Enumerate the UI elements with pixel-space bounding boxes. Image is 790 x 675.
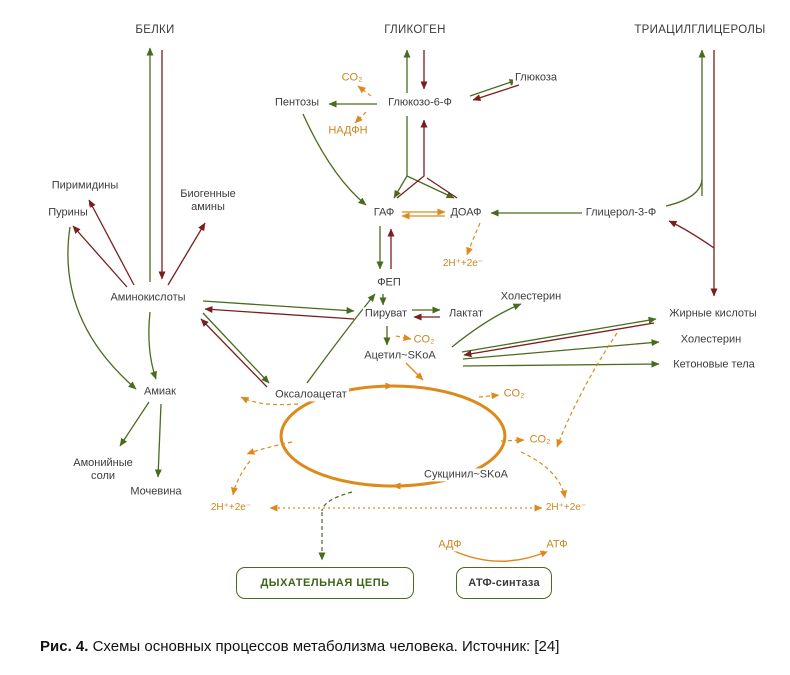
node-glucose: Глюкоза (512, 71, 560, 85)
node-atp: АТФ (544, 538, 570, 552)
orange-dashed-arrows (230, 85, 618, 512)
respiratory-chain-box: ДЫХАТЕЛЬНАЯ ЦЕПЬ (236, 567, 414, 599)
node-h2e-right: 2H⁺+2e⁻ (543, 502, 589, 514)
figure-caption-label: Рис. 4. (40, 638, 89, 655)
respiratory-chain-label: ДЫХАТЕЛЬНАЯ ЦЕПЬ (260, 577, 390, 589)
green-arrows (67, 47, 706, 478)
node-lactate: Лактат (446, 307, 486, 321)
atp-synthase-label: АТФ-синтаза (468, 577, 540, 589)
node-co2-pyruvate: CO₂ (411, 333, 437, 347)
node-urea: Мочевина (128, 485, 184, 499)
node-pyruvate: Пируват (362, 307, 410, 321)
node-co2-cycle-1: CO₂ (501, 387, 527, 401)
node-pyrimidines: Пиримидины (49, 179, 121, 193)
header-triacylglycerols: ТРИАЦИЛГЛИЦЕРОЛЫ (632, 24, 768, 38)
node-purines: Пурины (46, 206, 90, 220)
node-cholesterol-mid: Холестерин (498, 290, 564, 304)
node-biogenic-amines: Биогенные амины (170, 187, 246, 215)
node-succinyl-scoa: Сукцинил~SKoA (422, 468, 510, 482)
node-h2e-left: 2H⁺+2e⁻ (208, 502, 254, 514)
header-glycogen: ГЛИКОГЕН (382, 24, 448, 38)
green-dashed-arrows (318, 491, 353, 561)
node-amino-acids: Аминокислоты (108, 291, 188, 305)
node-adp: АДФ (436, 538, 464, 552)
node-co2-cycle-2: CO₂ (527, 433, 553, 447)
atp-synthase-box: АТФ-синтаза (456, 567, 552, 599)
node-cholesterol-right: Холестерин (678, 333, 744, 347)
node-glucose-6-p: Глюкозо-6-Ф (386, 96, 454, 110)
figure-caption: Рис. 4. Схемы основных процессов метабол… (40, 638, 559, 655)
node-ammonia: Амиак (142, 385, 178, 399)
figure-caption-text: Схемы основных процессов метаболизма чел… (88, 638, 560, 655)
node-doaf: ДОАФ (448, 206, 484, 220)
node-fep: ФЕП (375, 276, 403, 290)
node-pentoses: Пентозы (273, 96, 321, 110)
red-arrows (72, 50, 718, 388)
header-proteins: БЕЛКИ (133, 24, 177, 38)
node-co2-pentose: CO₂ (339, 71, 365, 85)
node-acetyl-scoa: Ацетил~SKoA (362, 349, 438, 363)
node-ammonium-salts: Амонийные соли (61, 456, 145, 484)
node-gaf: ГАФ (371, 206, 397, 220)
node-fatty-acids: Жирные кислоты (667, 307, 759, 321)
node-ketone-bodies: Кетоновые тела (671, 358, 757, 372)
node-nadph: НАДФН (326, 124, 370, 138)
node-oxaloacetate: Оксалоацетат (273, 388, 349, 402)
node-h2e-doaf: 2H⁺+2e⁻ (440, 258, 486, 270)
node-glycerol-3-p: Глицерол-3-Ф (583, 206, 659, 220)
